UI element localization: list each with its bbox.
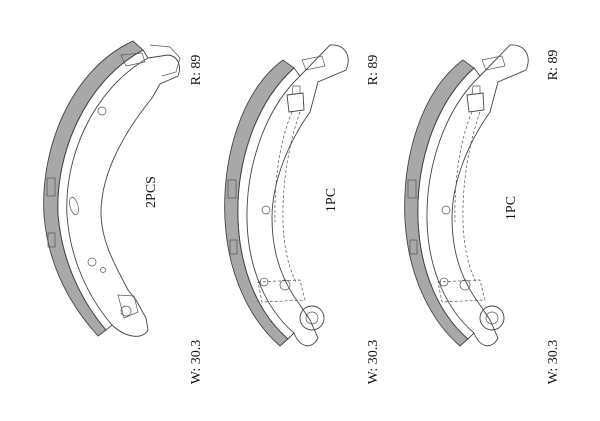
clip-mark-2b (229, 239, 238, 255)
pivot-outer-3 (479, 305, 505, 331)
brake-shoe-1 (43, 40, 181, 337)
hole-2b (259, 277, 269, 287)
radius-label-3: R: 89 (546, 50, 561, 81)
adjuster-pin-2 (291, 85, 301, 96)
clip-mark-3a (407, 179, 417, 199)
parking-lever-2 (282, 111, 301, 283)
shoe-table-1 (57, 49, 149, 331)
adjuster-block-2 (286, 92, 305, 113)
pivot-outer-2 (299, 305, 325, 331)
hole-3b (439, 277, 449, 287)
clip-mark-2a (227, 179, 237, 199)
pivot-inner-2 (305, 311, 319, 325)
shoe-table-3 (417, 67, 481, 340)
brake-shoe-3 (404, 44, 529, 347)
hole-2a (261, 205, 271, 215)
upper-slot-2 (301, 55, 326, 71)
pivot-inner-3 (485, 311, 499, 325)
quantity-label-1: 2PCS (144, 176, 159, 208)
pivot-arm-3 (437, 279, 486, 303)
upper-slot-3 (481, 55, 506, 71)
clip-mark-1b (47, 232, 56, 248)
adjuster-pin-3 (471, 85, 481, 96)
width-label-1: W: 30.3 (189, 340, 204, 385)
pivot-small-3 (459, 279, 471, 291)
parking-lever-3 (462, 111, 481, 283)
adjuster-block-3 (466, 92, 485, 113)
shoe-table-2 (237, 67, 301, 340)
shoe-web-3 (451, 44, 529, 347)
clip-mark-3b (409, 239, 418, 255)
hole-1b (87, 257, 97, 267)
upper-slot-1 (120, 52, 146, 67)
lower-tab-1 (117, 294, 139, 319)
hole-1c (100, 267, 106, 273)
quantity-label-2: 1PC (324, 188, 339, 212)
parking-lever-edge-2 (274, 111, 293, 223)
radius-label-1: R: 89 (189, 55, 204, 86)
upper-hook-1 (149, 44, 181, 77)
pivot-small-2 (279, 279, 291, 291)
clip-mark-1a (46, 177, 56, 197)
brake-shoe-2 (224, 44, 349, 347)
width-label-3: W: 30.3 (546, 340, 561, 385)
hole-1a (97, 106, 107, 116)
hole-3a (441, 205, 451, 215)
oval-hole-1 (69, 196, 79, 216)
shoe-web-1 (100, 54, 180, 337)
width-label-2: W: 30.3 (366, 340, 381, 385)
hole-1d (120, 305, 132, 317)
radius-label-2: R: 89 (366, 55, 381, 86)
parking-lever-edge-3 (454, 111, 473, 223)
pivot-arm-2 (257, 279, 306, 303)
shoe-web-2 (271, 44, 349, 347)
quantity-label-3: 1PC (504, 196, 519, 220)
